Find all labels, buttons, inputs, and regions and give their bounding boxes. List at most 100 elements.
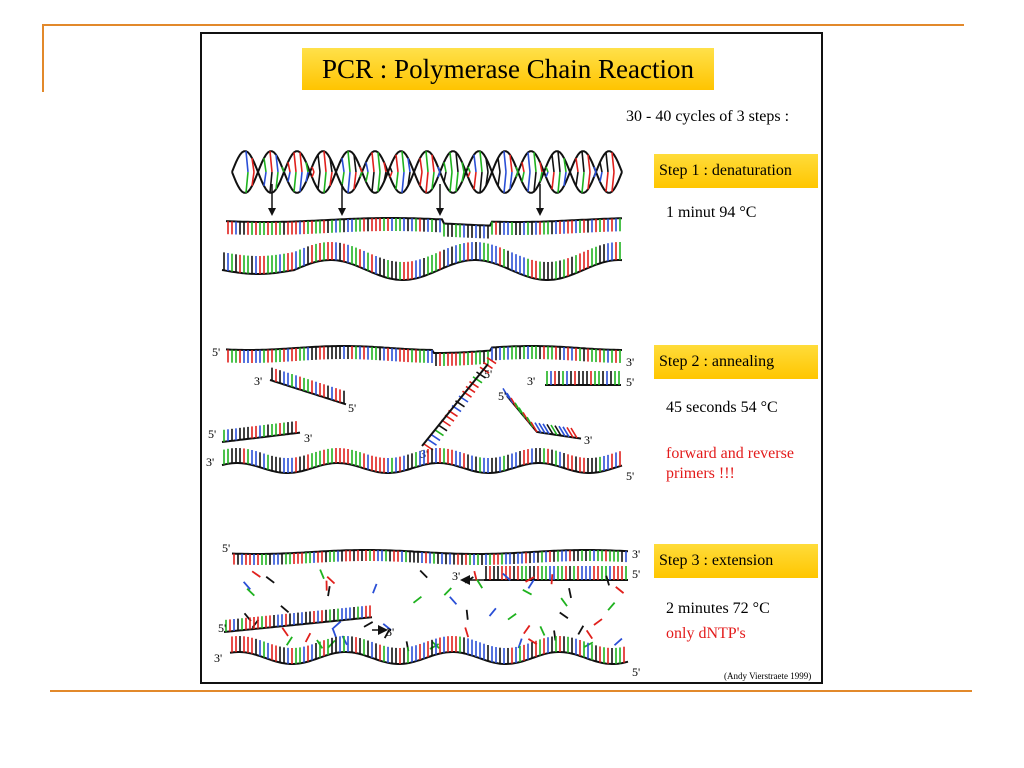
denature-arrow-4-head: [536, 208, 544, 216]
free-dntp: [488, 607, 497, 617]
helix-base-pair: [341, 171, 345, 187]
helix-base-pair: [449, 171, 453, 192]
helix-base-pair: [599, 162, 603, 173]
helix-base-pair: [293, 171, 297, 192]
helix-base-pair: [425, 151, 429, 173]
floating-strand-diagonal-base: [434, 428, 444, 437]
free-dntp: [613, 637, 623, 646]
free-dntp: [550, 574, 554, 585]
helix-base-pair: [371, 171, 375, 192]
helix-base-pair: [455, 171, 459, 192]
floating-strand-diagonal-base: [430, 433, 441, 442]
label-5prime: 5': [222, 541, 230, 555]
label-3prime: 3': [214, 651, 222, 665]
free-dntp: [280, 605, 290, 613]
step-2-detail: 45 seconds 54 °C: [666, 399, 778, 416]
helix-base-pair: [407, 171, 411, 187]
label-5prime: 5': [626, 375, 634, 389]
free-dntp: [383, 628, 391, 639]
helix-base-pair: [383, 162, 387, 173]
free-dntp: [242, 581, 251, 590]
free-dntp: [525, 576, 535, 583]
helix-base-pair: [383, 171, 387, 182]
free-dntp: [605, 575, 610, 586]
free-dntp: [464, 627, 470, 638]
helix-base-pair: [371, 152, 375, 173]
label-5prime: 5': [348, 401, 356, 415]
helix-base-pair: [317, 154, 321, 173]
helix-base-pair: [365, 162, 369, 173]
helix-strand-b: [231, 150, 623, 194]
helix-base-pair: [521, 162, 525, 173]
helix-base-pair: [575, 157, 579, 173]
label-3prime: 3': [626, 355, 634, 369]
helix-base-pair: [275, 171, 279, 190]
free-dntp: [553, 630, 557, 641]
floating-strand-right-base: [562, 426, 570, 438]
helix-base-pair: [347, 151, 351, 173]
helix-base-pair: [395, 171, 399, 190]
helix-base-pair: [611, 152, 615, 173]
floating-strand-diagonal-base: [465, 385, 476, 394]
step-2-note-line1: forward and reverse: [666, 445, 794, 462]
helix-base-pair: [473, 154, 477, 173]
helix-base-pair: [431, 171, 435, 190]
helix-base-pair: [419, 171, 423, 187]
helix-base-pair: [611, 171, 615, 192]
step-3-label: Step 3 : extension: [654, 544, 818, 578]
helix-base-pair: [467, 171, 471, 178]
helix-base-pair: [581, 171, 585, 193]
helix-base-pair: [329, 171, 333, 187]
label-5prime: 5': [498, 389, 506, 403]
helix-base-pair: [527, 152, 531, 173]
helix-base-pair: [305, 171, 309, 182]
floating-strand-right-base: [514, 402, 522, 414]
helix-base-pair: [437, 171, 441, 178]
helix-base-pair: [353, 154, 357, 173]
free-dntp: [523, 624, 531, 635]
bottom-orange-rule: [50, 690, 972, 692]
free-dntp: [539, 625, 546, 636]
helix-base-pair: [263, 157, 267, 173]
helix-base-pair: [245, 171, 249, 193]
helix-base-pair: [395, 154, 399, 173]
template-lower-strand-backbone: [221, 462, 623, 474]
free-dntp: [331, 627, 337, 638]
helix-base-pair: [251, 171, 255, 187]
free-dntp: [443, 587, 452, 596]
helix-base-pair: [299, 152, 303, 173]
label-3prime: 3': [527, 374, 535, 388]
floating-strand-diagonal-base: [479, 366, 490, 374]
helix-base-pair: [521, 171, 525, 182]
floating-strand-right-base: [506, 392, 514, 404]
free-dntp: [593, 618, 603, 626]
free-dntp: [372, 583, 378, 594]
floating-strand-right-base: [534, 422, 542, 434]
denatured-lower-strand-backbone: [221, 259, 623, 281]
step-3-note: only dNTP's: [666, 625, 746, 642]
extension-arrow-left-head: [378, 625, 388, 635]
floating-strand-diagonal-base: [469, 380, 479, 389]
helix-base-pair: [533, 152, 537, 173]
helix-base-pair: [557, 151, 561, 173]
helix-base-pair: [605, 171, 609, 192]
helix-base-pair: [311, 166, 315, 173]
helix-base-pair: [539, 162, 543, 173]
helix-base-pair: [419, 157, 423, 173]
label-5prime: 5': [212, 345, 220, 359]
helix-base-pair: [479, 151, 483, 173]
helix-base-pair: [575, 171, 579, 187]
floating-strand-diagonal-base: [462, 390, 472, 398]
helix-base-pair: [449, 152, 453, 173]
free-dntp: [326, 576, 336, 585]
helix-base-pair: [467, 166, 471, 173]
helix-base-pair: [365, 171, 369, 182]
helix-base-pair: [473, 171, 477, 190]
free-dntp: [607, 602, 616, 611]
helix-base-pair: [281, 171, 285, 178]
floating-strand-right-base: [550, 424, 558, 436]
floating-strand-diagonal-base: [486, 356, 497, 365]
label-3prime: 3': [254, 374, 262, 388]
helix-base-pair: [485, 157, 489, 173]
free-dntp: [527, 579, 535, 589]
